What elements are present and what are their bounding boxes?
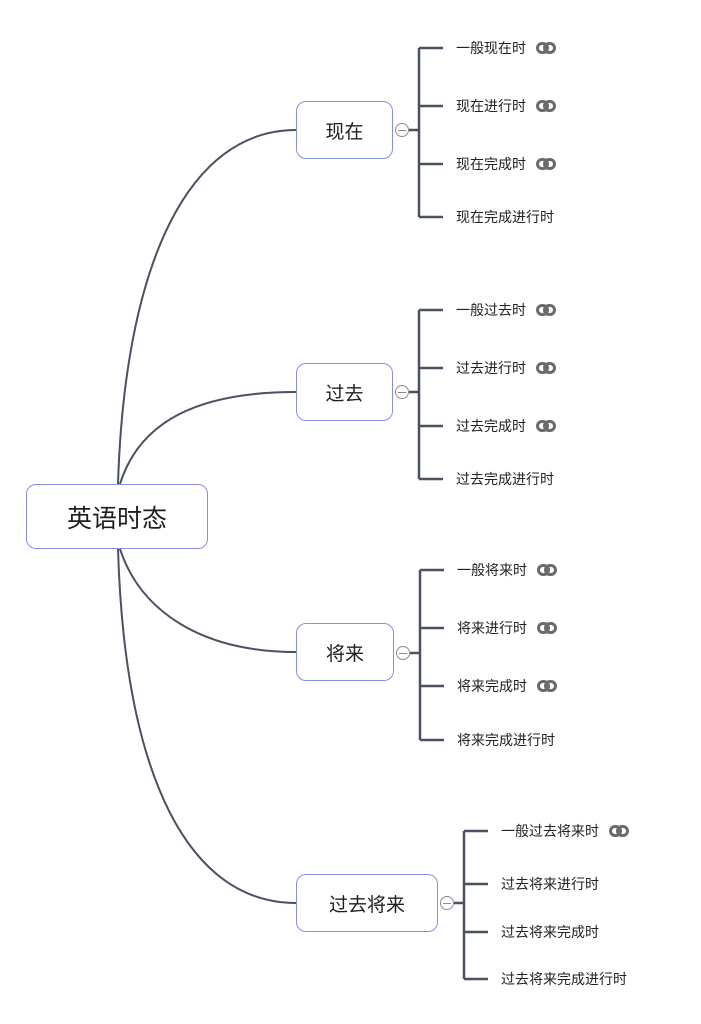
collapse-future-button[interactable] [396, 646, 410, 660]
topic-past-future[interactable]: 过去将来 [296, 874, 438, 932]
link-icon[interactable] [537, 680, 557, 692]
subtopic[interactable]: 一般过去时 [456, 300, 556, 320]
subtopic-label: 一般现在时 [456, 41, 526, 57]
subtopic-label: 现在完成时 [456, 157, 526, 173]
subtopic-label: 过去将来进行时 [501, 877, 599, 893]
topic-label: 现在 [325, 120, 364, 143]
subtopic-label: 过去将来完成时 [501, 925, 599, 941]
subtopic[interactable]: 将来进行时 [457, 618, 557, 638]
collapse-past-future-button[interactable] [440, 896, 454, 910]
collapse-present-button[interactable] [395, 123, 409, 137]
subtopic[interactable]: 一般过去将来时 [501, 821, 629, 841]
subtopic-label: 将来完成进行时 [457, 733, 555, 749]
subtopic-label: 一般过去时 [456, 303, 526, 319]
subtopic[interactable]: 过去将来完成时 [501, 922, 599, 942]
subtopic-label: 过去完成进行时 [456, 472, 554, 488]
link-icon[interactable] [536, 362, 556, 374]
topic-present[interactable]: 现在 [296, 101, 393, 159]
connector-root-past [119, 391, 297, 485]
subtopic[interactable]: 过去完成进行时 [456, 469, 554, 489]
topic-label: 过去 [325, 382, 364, 405]
subtopic-label: 过去将来完成进行时 [501, 972, 627, 988]
topic-future[interactable]: 将来 [296, 623, 394, 681]
subtopic[interactable]: 将来完成进行时 [457, 730, 555, 750]
collapse-past-button[interactable] [395, 385, 409, 399]
subtopic[interactable]: 将来完成时 [457, 676, 557, 696]
bracket-present [409, 46, 443, 219]
subtopic[interactable]: 过去进行时 [456, 358, 556, 378]
subtopic[interactable]: 过去将来进行时 [501, 874, 599, 894]
link-icon[interactable] [536, 420, 556, 432]
root-topic-label: 英语时态 [66, 503, 167, 533]
subtopic-label: 过去完成时 [456, 419, 526, 435]
connector-root-present [117, 129, 297, 485]
bracket-past-future [454, 829, 488, 981]
subtopic-label: 一般将来时 [457, 563, 527, 579]
link-icon[interactable] [536, 100, 556, 112]
subtopic[interactable]: 过去将来完成进行时 [501, 969, 627, 989]
subtopic-label: 过去进行时 [456, 361, 526, 377]
subtopic-label: 将来完成时 [457, 679, 527, 695]
bracket-past [409, 308, 443, 481]
topic-past[interactable]: 过去 [296, 363, 393, 421]
link-icon[interactable] [536, 304, 556, 316]
link-icon[interactable] [536, 42, 556, 54]
subtopic[interactable]: 一般将来时 [457, 560, 557, 580]
subtopic-label: 现在完成进行时 [456, 210, 554, 226]
subtopic[interactable]: 一般现在时 [456, 38, 556, 58]
subtopic-label: 一般过去将来时 [501, 824, 599, 840]
connector-root-future [119, 548, 297, 653]
link-icon[interactable] [536, 158, 556, 170]
subtopic-label: 将来进行时 [457, 621, 527, 637]
link-icon[interactable] [537, 622, 557, 634]
root-topic[interactable]: 英语时态 [26, 484, 208, 549]
bracket-future [410, 568, 444, 742]
subtopic[interactable]: 现在进行时 [456, 96, 556, 116]
topic-label: 将来 [325, 642, 364, 665]
subtopic[interactable]: 过去完成时 [456, 416, 556, 436]
subtopic[interactable]: 现在完成时 [456, 154, 556, 174]
topic-label: 过去将来 [328, 893, 405, 916]
subtopic[interactable]: 现在完成进行时 [456, 207, 554, 227]
connector-root-past-future [117, 548, 297, 904]
link-icon[interactable] [609, 825, 629, 837]
subtopic-label: 现在进行时 [456, 99, 526, 115]
link-icon[interactable] [537, 564, 557, 576]
